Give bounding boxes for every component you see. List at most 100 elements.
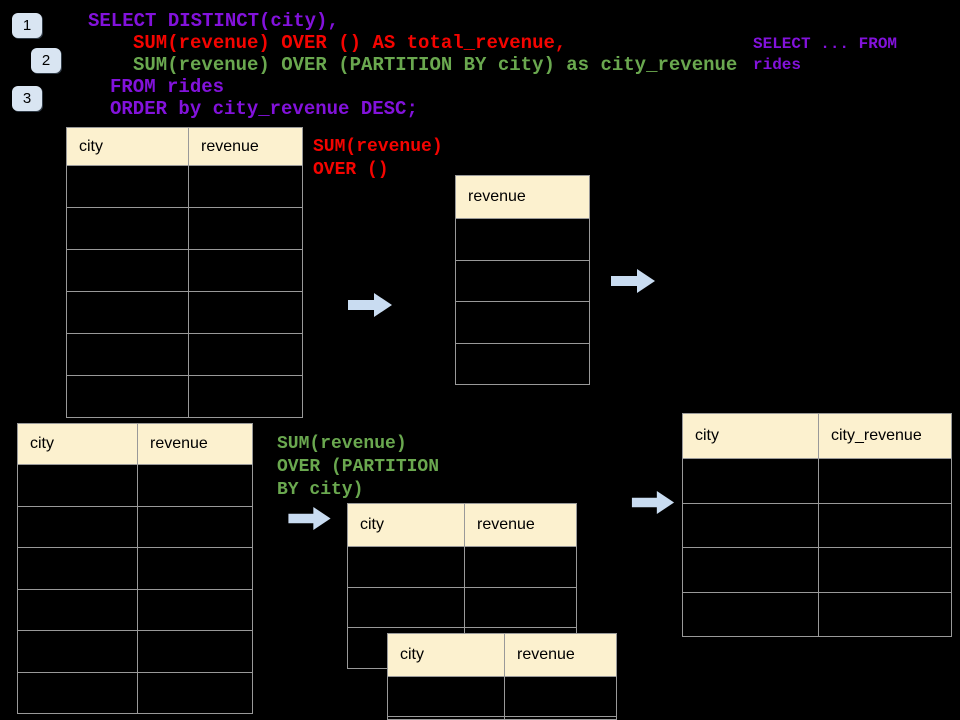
- table-row: [683, 502, 951, 548]
- table-cell: [683, 548, 818, 592]
- table-cell: [67, 334, 188, 375]
- total-note-line-1: SUM(revenue): [313, 137, 443, 157]
- table-cell: [188, 166, 302, 207]
- table-cell: [18, 548, 137, 589]
- table-cell: [18, 673, 137, 714]
- partition-table-1: city revenue: [347, 503, 577, 670]
- table-cell: [456, 261, 589, 302]
- partition-table-2: city revenue: [387, 633, 617, 720]
- column-header: city: [79, 137, 103, 155]
- table-row: [18, 505, 252, 548]
- step-badge-1: 1: [12, 13, 42, 38]
- flow-arrow-icon: [288, 507, 331, 530]
- table-header-row: city revenue: [18, 424, 252, 464]
- table-cell: [456, 302, 589, 343]
- table-cell: [67, 166, 188, 207]
- column-header: revenue: [464, 504, 576, 546]
- table-header-row: city revenue: [348, 504, 576, 546]
- total-revenue-table: revenue: [455, 175, 590, 385]
- source-table: city revenue: [66, 127, 303, 418]
- column-header: city_revenue: [818, 414, 951, 458]
- table-header-row: city revenue: [388, 634, 616, 676]
- table-cell: [137, 506, 252, 547]
- column-header: city: [30, 435, 54, 452]
- table-cell: [818, 548, 951, 592]
- column-header: city: [360, 516, 384, 533]
- table-cell: [388, 677, 504, 716]
- column-header: city: [400, 646, 424, 663]
- flow-arrow-icon: [611, 269, 655, 293]
- table-row: [456, 342, 589, 385]
- table-cell: [18, 507, 137, 548]
- partition-note-line-1: SUM(revenue): [277, 434, 407, 454]
- table-row: [348, 546, 576, 587]
- table-row: [683, 458, 951, 503]
- table-row: [18, 630, 252, 672]
- table-row: [348, 586, 576, 628]
- table-cell: [464, 587, 576, 628]
- table-cell: [67, 292, 188, 333]
- table-row: [67, 333, 302, 375]
- table-cell: [18, 465, 137, 506]
- table-cell: [348, 588, 464, 628]
- column-header: revenue: [504, 634, 616, 676]
- source-table-2: city revenue: [17, 423, 253, 714]
- table-row: [67, 291, 302, 333]
- table-cell: [67, 376, 188, 417]
- column-header: revenue: [188, 128, 302, 165]
- table-row: [456, 218, 589, 260]
- table-cell: [67, 250, 188, 291]
- table-row: [67, 249, 302, 291]
- flow-arrow-icon: [631, 491, 675, 514]
- table-cell: [348, 547, 464, 587]
- table-row: [683, 591, 951, 637]
- table-row: [456, 259, 589, 302]
- table-cell: [188, 334, 302, 375]
- table-row: [388, 716, 616, 719]
- table-cell: [188, 376, 302, 417]
- table-cell: [504, 677, 616, 716]
- table-cell: [137, 631, 252, 672]
- step-badge-3: 3: [12, 86, 42, 111]
- table-row: [18, 588, 252, 631]
- table-header-row: city revenue: [67, 128, 302, 165]
- table-row: [18, 464, 252, 506]
- partition-note-line-3: BY city): [277, 480, 364, 500]
- table-cell: [137, 465, 252, 506]
- table-cell: [18, 590, 137, 631]
- side-note-line-1: SELECT ... FROM: [753, 35, 898, 53]
- table-row: [456, 301, 589, 343]
- column-header: revenue: [468, 188, 526, 205]
- partition-note-line-2: OVER (PARTITION: [277, 457, 440, 477]
- table-row: [67, 165, 302, 207]
- table-cell: [137, 672, 252, 713]
- table-cell: [818, 459, 951, 503]
- table-cell: [683, 593, 818, 637]
- table-row: [67, 207, 302, 249]
- table-cell: [188, 250, 302, 291]
- table-cell: [18, 631, 137, 672]
- sql-line-sum-over: SUM(revenue) OVER () AS total_revenue,: [133, 32, 567, 54]
- table-cell: [188, 208, 302, 249]
- sql-line-from: FROM rides: [110, 76, 225, 98]
- sql-line-order-by: ORDER by city_revenue DESC;: [110, 98, 418, 120]
- table-cell: [464, 547, 576, 587]
- flow-arrow-icon: [348, 293, 392, 317]
- total-note-line-2: OVER (): [313, 160, 389, 180]
- table-cell: [67, 208, 188, 249]
- table-cell: [683, 504, 818, 548]
- table-cell: [456, 219, 589, 260]
- table-header-row: revenue: [456, 176, 589, 218]
- step-badge-2: 2: [31, 48, 61, 73]
- column-header: revenue: [137, 424, 252, 464]
- table-row: [18, 671, 252, 714]
- table-cell: [683, 459, 818, 503]
- table-cell: [818, 503, 951, 547]
- table-row: [683, 547, 951, 592]
- table-cell: [818, 592, 951, 636]
- sql-line-sum-partition: SUM(revenue) OVER (PARTITION BY city) as…: [133, 54, 738, 76]
- side-note-line-2: rides: [753, 56, 802, 74]
